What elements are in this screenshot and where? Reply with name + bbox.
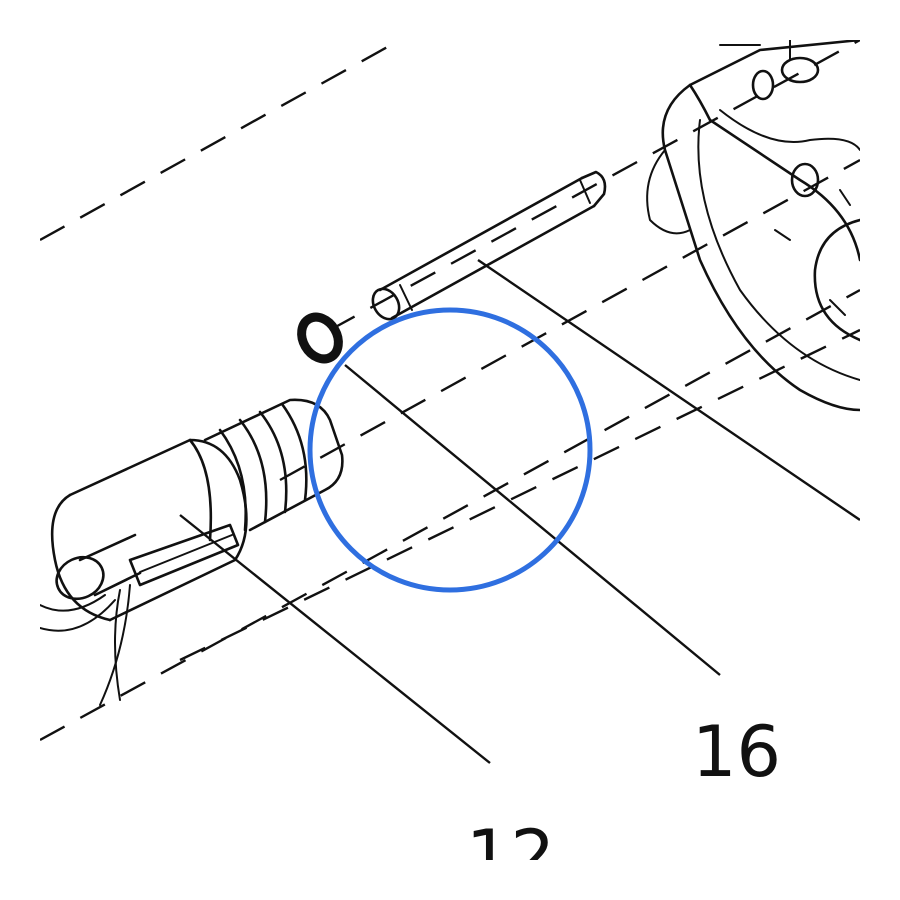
thread-1 [218, 428, 247, 532]
housing-boss-small [751, 69, 775, 101]
body-slot-inner [139, 534, 233, 573]
wire-3 [40, 594, 106, 612]
motor-cylinder [40, 398, 344, 706]
housing-rib [719, 109, 860, 151]
shaft-end-left [371, 287, 401, 321]
leader-line-housing [477, 259, 860, 521]
body-slot [128, 523, 240, 587]
housing-inner-edge [688, 83, 860, 262]
body-front-edge [188, 438, 213, 542]
housing-wire-lead [646, 149, 691, 235]
housing-boss-top [780, 56, 820, 84]
body-rear-end [50, 493, 112, 622]
housing-top-edge [719, 40, 791, 61]
cylinder-nose [203, 398, 344, 532]
assembly-axis-center [279, 158, 860, 482]
shaft-end-right [580, 170, 607, 208]
callout-label-16: 16 [692, 711, 781, 793]
callout-label-12: 12 [466, 815, 555, 897]
thread-4 [280, 402, 308, 502]
stub-edge-top [78, 533, 137, 562]
housing-detail-marks [774, 189, 851, 316]
wire-2 [99, 584, 131, 706]
assembly-axes [40, 40, 860, 742]
o-ring-washer [297, 312, 343, 364]
assembly-axis-upper [329, 40, 860, 332]
drawing-area: 16 12 [40, 40, 860, 897]
leader-lines [179, 259, 860, 764]
assembly-axis-lower [40, 288, 860, 742]
o-ring [297, 312, 343, 364]
housing-bore [813, 218, 860, 342]
wire-1 [114, 589, 121, 701]
body-shaft-stub [55, 555, 105, 601]
shaft-top-edge [378, 176, 584, 292]
housing-outline [661, 40, 860, 412]
wire-4 [40, 599, 116, 632]
shaft-groove [399, 284, 413, 311]
assembly-axis-top [40, 40, 401, 242]
housing-rim [697, 119, 860, 381]
highlight-circle [307, 307, 593, 593]
shaft-bottom-edge [390, 204, 596, 320]
leader-line-16 [344, 364, 721, 676]
housing-hole [790, 162, 820, 198]
thread-2 [238, 418, 268, 524]
thread-3 [258, 410, 288, 514]
shaft-pin [371, 170, 607, 321]
leader-line-12 [179, 514, 491, 764]
stub-edge-bottom [93, 571, 142, 597]
assembly-axis-bottom [179, 328, 860, 662]
housing-part [646, 40, 860, 412]
shaft-collar [579, 179, 591, 204]
cylinder-body [68, 438, 248, 622]
